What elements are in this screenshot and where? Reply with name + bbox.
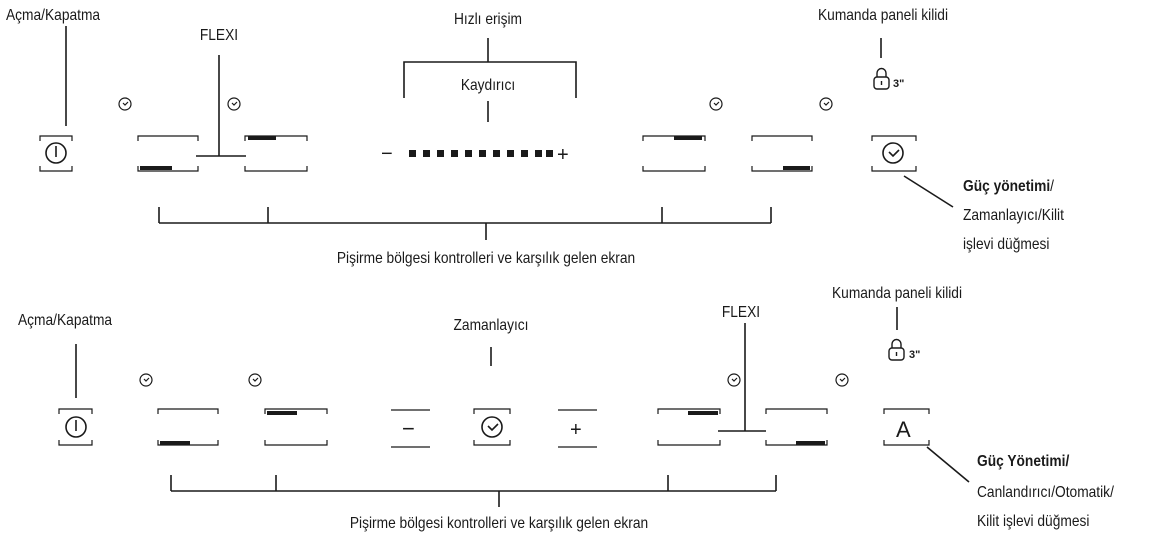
- bottom-zone-1-key[interactable]: [157, 408, 219, 446]
- bottom-zone-timer-icon-3: [727, 373, 741, 387]
- top-zone-1-key[interactable]: [137, 135, 199, 172]
- bottom-zone-timer-icon-2: [248, 373, 262, 387]
- top-zone-3-key[interactable]: [642, 135, 706, 172]
- bottom-timer-key[interactable]: [473, 408, 511, 446]
- top-lock-icon: [873, 67, 890, 90]
- bottom-power-label-bold: Güç Yönetimi/: [977, 453, 1070, 470]
- bottom-auto-key-letter: A: [896, 417, 911, 442]
- bottom-zone-4-key[interactable]: [765, 408, 828, 446]
- top-power-timer-key[interactable]: [871, 135, 917, 172]
- bottom-timer-plus: +: [570, 419, 582, 441]
- top-flexi-connector: [196, 55, 246, 157]
- top-power-label-bold: Güç yönetimi: [963, 178, 1051, 195]
- top-onoff-key[interactable]: [39, 135, 73, 172]
- top-lock-time: 3": [893, 78, 905, 90]
- bottom-lock-icon: [888, 338, 905, 361]
- top-zones-label: Pişirme bölgesi kontrolleri ve karşılık …: [336, 250, 636, 267]
- bottom-lock-time: 3": [909, 349, 921, 361]
- top-power-label-slash: /: [1050, 178, 1054, 195]
- bottom-onoff-label: Açma/Kapatma: [18, 312, 113, 329]
- bottom-zone-timer-icon-4: [835, 373, 849, 387]
- top-quick-access-bracket: [403, 38, 577, 122]
- bottom-power-auto-key[interactable]: [883, 408, 930, 446]
- bottom-panel-lock-label: Kumanda paneli kilidi: [831, 285, 963, 302]
- top-panel-lock-label: Kumanda paneli kilidi: [817, 7, 949, 24]
- bottom-onoff-key[interactable]: [58, 408, 93, 446]
- bottom-flexi-label: FLEXI: [721, 304, 761, 321]
- bottom-power-label-line1: Güç Yönetimi/: [977, 452, 1069, 472]
- bottom-flexi-connector: [718, 323, 766, 432]
- top-slider-label: Kaydırıcı: [460, 77, 516, 94]
- top-power-label-line1: Güç yönetimi/: [963, 177, 1054, 197]
- top-power-label-line3: işlevi düğmesi: [963, 236, 1050, 253]
- top-zone-timer-icon-1: [118, 97, 132, 111]
- top-zone-2-key[interactable]: [244, 135, 308, 172]
- bottom-timer-minus-key[interactable]: [391, 409, 430, 448]
- bottom-zone-timer-icon-1: [139, 373, 153, 387]
- top-slider[interactable]: [409, 150, 553, 157]
- bottom-zone-3-key[interactable]: [657, 408, 721, 446]
- bottom-power-label-line2: Canlandırıcı/Otomatik/: [977, 484, 1114, 501]
- top-power-leader: [903, 175, 954, 208]
- top-zone-timer-icon-2: [227, 97, 241, 111]
- bottom-zones-label: Pişirme bölgesi kontrolleri ve karşılık …: [349, 515, 649, 532]
- top-zone-timer-icon-4: [819, 97, 833, 111]
- bottom-power-label-line3: Kilit işlevi düğmesi: [977, 513, 1090, 530]
- top-zones-bracket: [158, 207, 772, 240]
- bottom-timer-label: Zamanlayıcı: [453, 317, 529, 334]
- bottom-timer-minus: −: [402, 416, 415, 441]
- bottom-zone-2-key[interactable]: [264, 408, 328, 446]
- bottom-power-leader: [926, 446, 970, 483]
- top-zone-timer-icon-3: [709, 97, 723, 111]
- bottom-timer-plus-key[interactable]: [558, 409, 597, 448]
- top-slider-minus[interactable]: −: [381, 143, 393, 165]
- top-quick-access-label: Hızlı erişim: [453, 11, 523, 28]
- top-power-label-line2: Zamanlayıcı/Kilit: [963, 207, 1064, 224]
- top-slider-plus[interactable]: +: [557, 144, 569, 166]
- bottom-zones-bracket: [170, 475, 777, 507]
- top-onoff-label: Açma/Kapatma: [6, 7, 101, 24]
- top-flexi-label: FLEXI: [199, 27, 239, 44]
- top-zone-4-key[interactable]: [751, 135, 813, 172]
